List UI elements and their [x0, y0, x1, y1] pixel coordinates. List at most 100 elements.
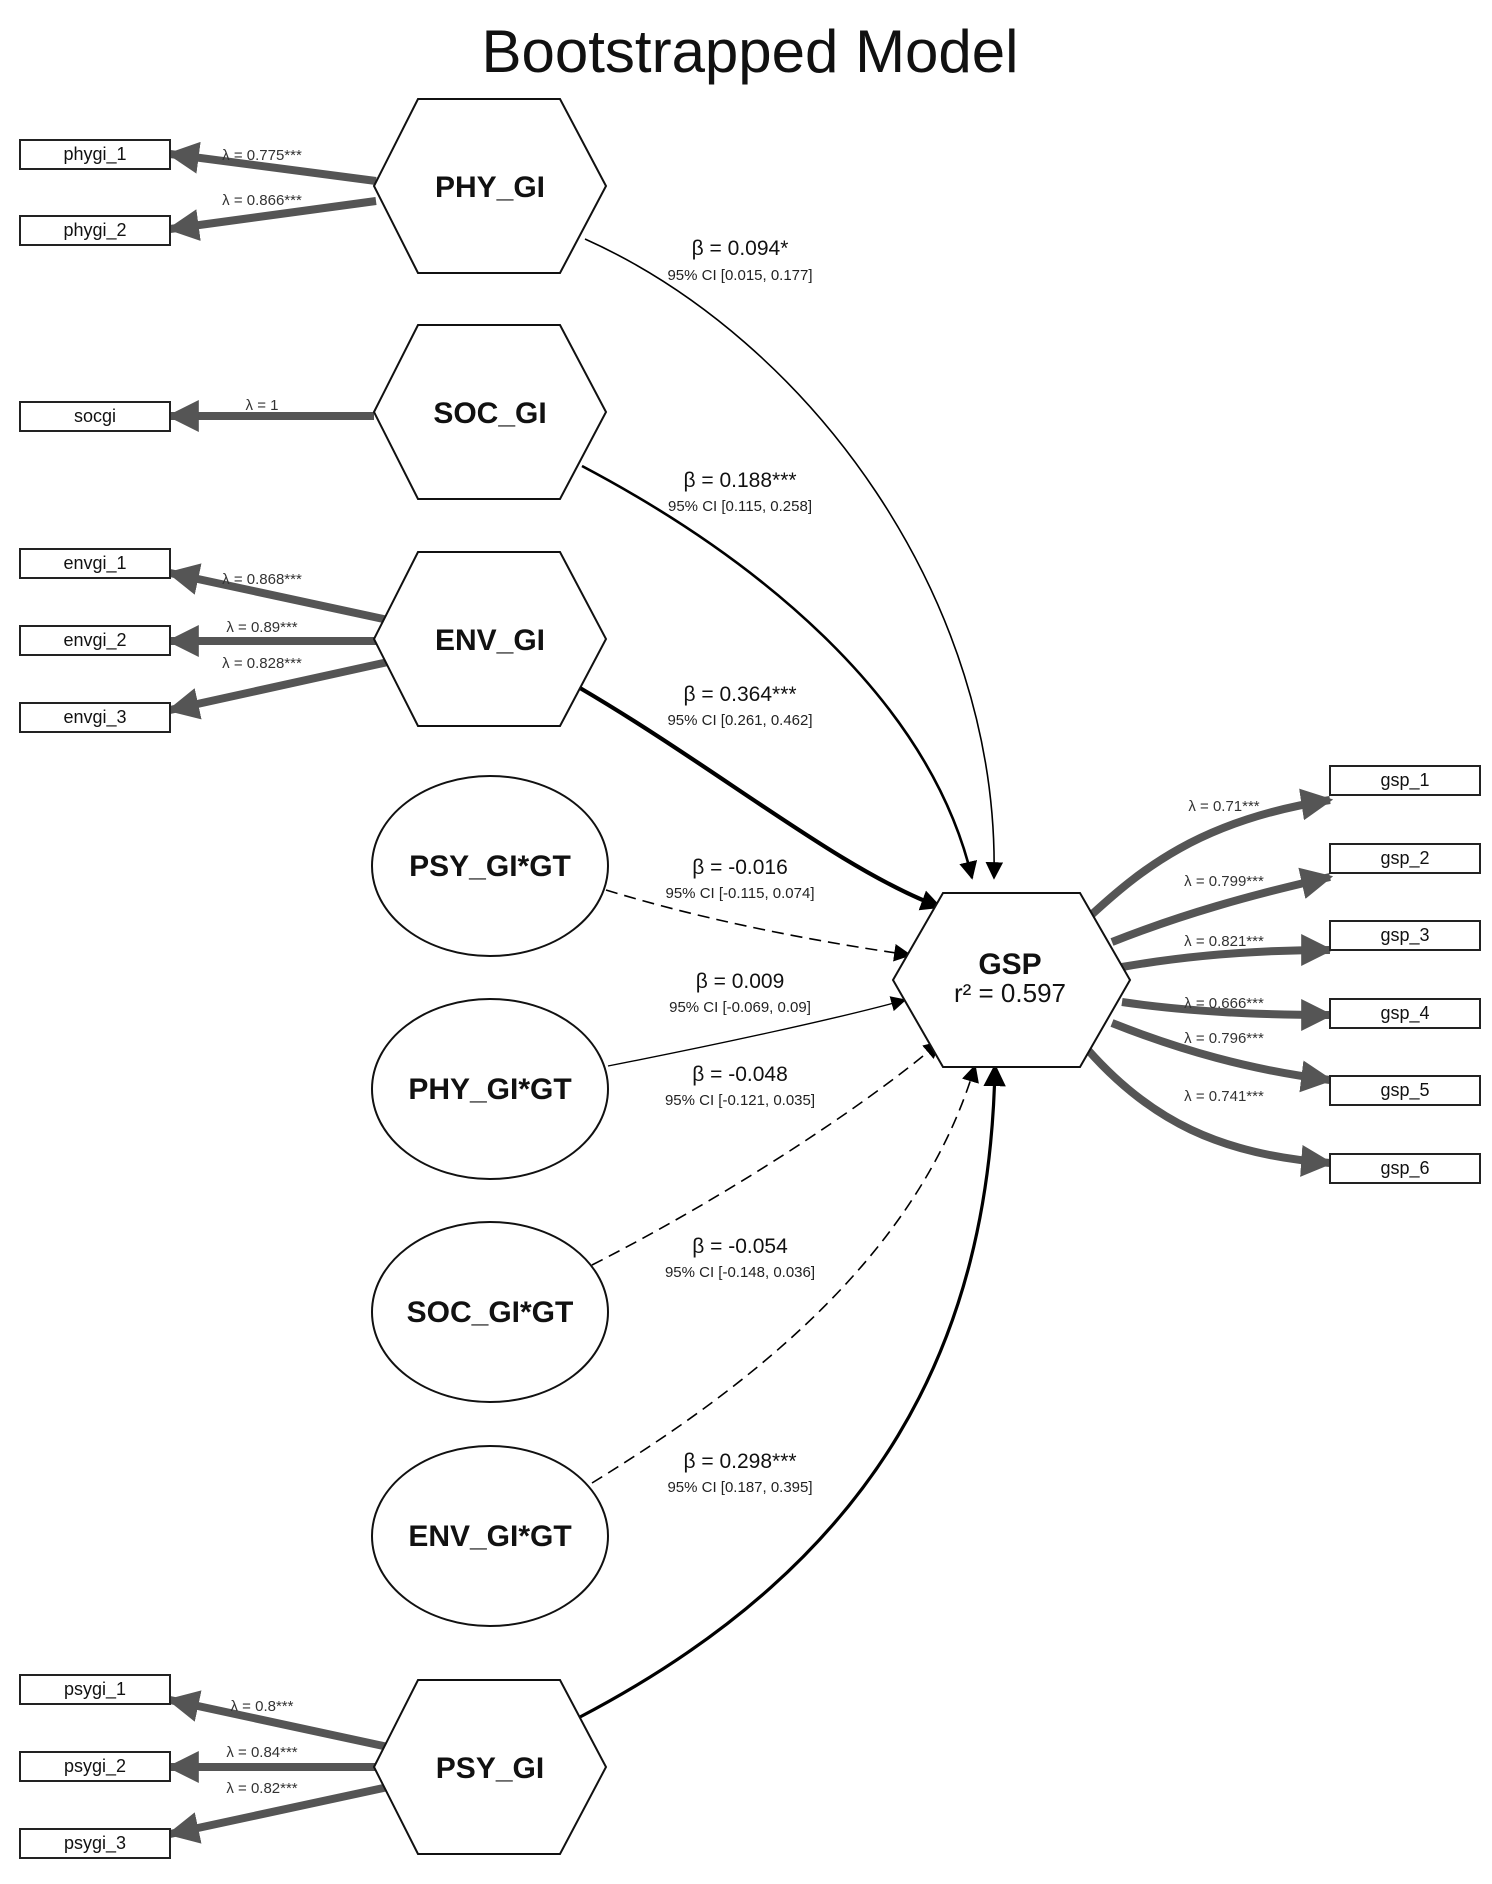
indicator-label: psygi_3	[64, 1833, 126, 1854]
indicator-label: phygi_2	[63, 220, 126, 241]
indicator-phygi-1: phygi_1	[19, 139, 171, 170]
indicator-label: psygi_1	[64, 1679, 126, 1700]
loading-label-gsp-3: λ = 0.821***	[1184, 933, 1264, 950]
node-gsp: GSP r² = 0.597	[891, 892, 1132, 1068]
path-beta: β = 0.094*	[692, 237, 789, 260]
node-soc-gi-gt: SOC_GI*GT	[371, 1221, 609, 1403]
loading-label-psygi-2: λ = 0.84***	[226, 1744, 297, 1761]
path-ci: 95% CI [-0.121, 0.035]	[665, 1092, 815, 1109]
path-phygi-to-gsp	[584, 238, 1004, 880]
node-env-gi-gt: ENV_GI*GT	[371, 1445, 609, 1627]
path-envgigt-to-gsp	[591, 1064, 979, 1484]
node-psy-gi-gt: PSY_GI*GT	[371, 775, 609, 957]
loading-arrow-gsp-3	[1121, 934, 1334, 971]
indicator-label: envgi_1	[63, 553, 126, 574]
path-label-phy-gi: β = 0.094* 95% CI [0.015, 0.177]	[667, 237, 812, 284]
path-label-soc-gi-gt: β = -0.048 95% CI [-0.121, 0.035]	[665, 1063, 815, 1109]
path-ci: 95% CI [-0.069, 0.09]	[669, 999, 811, 1016]
loading-arrow-gsp-6	[1085, 1047, 1334, 1177]
indicator-label: gsp_3	[1380, 925, 1429, 946]
path-beta: β = 0.298***	[683, 1450, 796, 1473]
path-ci: 95% CI [0.015, 0.177]	[667, 267, 812, 284]
indicator-envgi-2: envgi_2	[19, 625, 171, 656]
loading-arrow-phygi-1	[166, 141, 377, 185]
path-beta: β = -0.048	[692, 1063, 788, 1086]
indicator-envgi-1: envgi_1	[19, 548, 171, 579]
path-label-soc-gi: β = 0.188*** 95% CI [0.115, 0.258]	[668, 469, 812, 515]
node-phy-gi: PHY_GI	[372, 98, 608, 274]
indicator-label: gsp_4	[1380, 1003, 1429, 1024]
path-ci: 95% CI [0.261, 0.462]	[667, 712, 812, 729]
path-psygi-to-gsp	[579, 1063, 1006, 1719]
path-label-phy-gi-gt: β = 0.009 95% CI [-0.069, 0.09]	[669, 970, 811, 1016]
indicator-label: envgi_3	[63, 707, 126, 728]
node-label: SOC_GI*GT	[407, 1296, 574, 1329]
node-label: ENV_GI*GT	[408, 1520, 571, 1553]
path-label-psy-gi: β = 0.298*** 95% CI [0.187, 0.395]	[667, 1450, 812, 1496]
path-beta: β = 0.188***	[683, 469, 796, 492]
indicator-phygi-2: phygi_2	[19, 215, 171, 246]
node-label: GSP	[978, 948, 1041, 981]
node-label: PHY_GI*GT	[408, 1073, 571, 1106]
node-label: PSY_GI	[436, 1752, 544, 1785]
indicator-gsp-5: gsp_5	[1329, 1075, 1481, 1106]
path-phygigt-to-gsp	[607, 996, 907, 1067]
path-ci: 95% CI [-0.115, 0.074]	[666, 885, 815, 902]
loading-label-psygi-1: λ = 0.8***	[231, 1698, 294, 1715]
loading-label-gsp-2: λ = 0.799***	[1184, 873, 1264, 890]
loading-arrow-gsp-5	[1110, 1019, 1334, 1093]
loading-label-socgi: λ = 1	[246, 397, 279, 414]
diagram-title: Bootstrapped Model	[481, 18, 1018, 85]
indicator-label: gsp_6	[1380, 1158, 1429, 1179]
loading-label-gsp-6: λ = 0.741***	[1184, 1088, 1264, 1105]
node-phy-gi-gt: PHY_GI*GT	[371, 998, 609, 1180]
node-r-squared: r² = 0.597	[954, 978, 1066, 1008]
loading-arrow-gsp-2	[1110, 867, 1334, 946]
indicator-psygi-3: psygi_3	[19, 1828, 171, 1859]
loading-arrow-gsp-4	[1121, 998, 1334, 1031]
indicator-psygi-1: psygi_1	[19, 1674, 171, 1705]
path-ci: 95% CI [0.187, 0.395]	[667, 1479, 812, 1496]
indicator-gsp-4: gsp_4	[1329, 998, 1481, 1029]
loading-arrow-envgi-1	[166, 563, 389, 624]
indicator-label: socgi	[74, 406, 116, 426]
indicator-gsp-6: gsp_6	[1329, 1153, 1481, 1184]
node-label: ENV_GI	[435, 624, 545, 657]
path-beta: β = -0.054	[692, 1235, 788, 1258]
path-label-psy-gi-gt: β = -0.016 95% CI [-0.115, 0.074]	[666, 856, 815, 902]
indicator-gsp-1: gsp_1	[1329, 765, 1481, 796]
path-ci: 95% CI [-0.148, 0.036]	[665, 1264, 815, 1281]
indicator-socgi: socgi	[19, 401, 171, 432]
loading-arrow-gsp-1	[1085, 788, 1334, 921]
loading-arrow-psygi-1	[166, 1690, 389, 1751]
path-ci: 95% CI [0.115, 0.258]	[668, 498, 812, 515]
indicator-psygi-2: psygi_2	[19, 1751, 171, 1782]
loading-label-gsp-4: λ = 0.666***	[1184, 995, 1264, 1012]
path-label-env-gi-gt: β = -0.054 95% CI [-0.148, 0.036]	[665, 1235, 815, 1281]
loading-label-gsp-5: λ = 0.796***	[1184, 1030, 1264, 1047]
loading-label-envgi-1: λ = 0.868***	[222, 571, 302, 588]
path-socgigt-to-gsp	[591, 1040, 942, 1266]
loading-label-phygi-2: λ = 0.866***	[222, 192, 302, 209]
indicator-envgi-3: envgi_3	[19, 702, 171, 733]
node-label: PHY_GI	[435, 171, 545, 204]
indicator-label: gsp_2	[1380, 848, 1429, 869]
indicator-label: gsp_5	[1380, 1080, 1429, 1101]
node-label: SOC_GI	[433, 397, 546, 430]
indicator-label: gsp_1	[1380, 770, 1429, 791]
indicator-gsp-2: gsp_2	[1329, 843, 1481, 874]
loading-arrow-phygi-2	[166, 197, 377, 241]
path-envgi-to-gsp	[578, 686, 942, 911]
loading-arrow-psygi-3	[166, 1783, 389, 1844]
path-beta: β = 0.364***	[683, 683, 796, 706]
loading-label-psygi-3: λ = 0.82***	[226, 1780, 297, 1797]
loading-label-phygi-1: λ = 0.775***	[222, 147, 302, 164]
node-env-gi: ENV_GI	[372, 551, 608, 727]
path-beta: β = 0.009	[696, 970, 785, 993]
indicator-label: phygi_1	[63, 144, 126, 165]
path-psygigt-to-gsp	[605, 889, 912, 962]
node-psy-gi: PSY_GI	[372, 1679, 608, 1855]
path-label-env-gi: β = 0.364*** 95% CI [0.261, 0.462]	[667, 683, 812, 729]
loading-arrows	[166, 141, 1334, 1844]
